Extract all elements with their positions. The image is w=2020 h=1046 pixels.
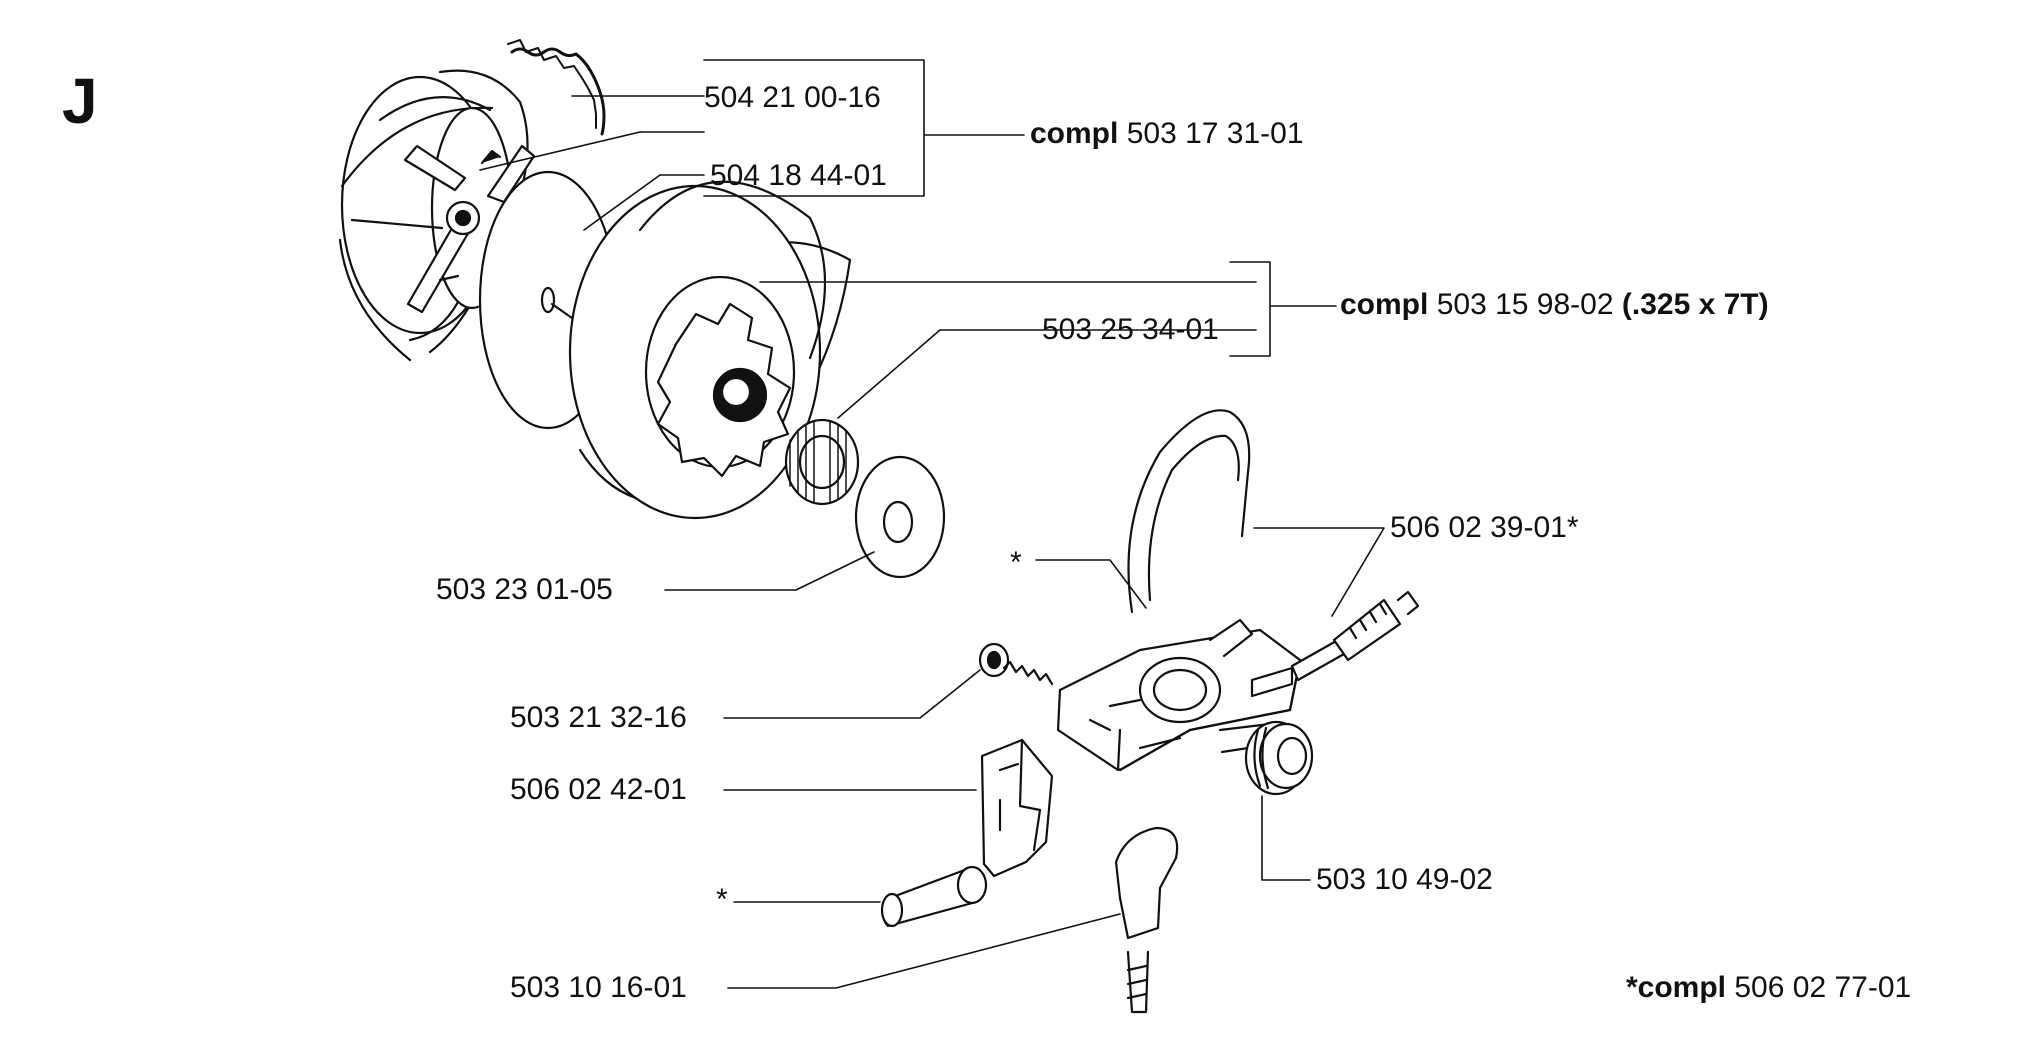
part-label-503-21-32-16: 503 21 32-16 xyxy=(510,701,687,734)
clutch-shoe-assembly xyxy=(338,69,536,362)
part-label-503-10-16-01: 503 10 16-01 xyxy=(510,971,687,1004)
pump-bracket xyxy=(980,738,1054,878)
oil-nipple xyxy=(1114,826,1179,1014)
part-label-504-21-00-16: 504 21 00-16 xyxy=(704,81,881,114)
compl-kit-label: *compl 506 02 77-01 xyxy=(1626,970,1911,1006)
oil-pump-housing xyxy=(1056,409,1302,772)
compl-drum-prefix: compl xyxy=(1340,288,1429,321)
needle-bearing xyxy=(784,418,860,506)
compl-clutch-prefix: compl xyxy=(1030,117,1119,150)
compl-clutch-label: compl 503 17 31-01 xyxy=(1030,116,1304,152)
part-label-506-02-42-01: 506 02 42-01 xyxy=(510,773,687,806)
filter-asterisk: * xyxy=(716,883,728,916)
compl-kit-prefix: *compl xyxy=(1626,971,1727,1004)
compl-drum-number: 503 15 98-02 xyxy=(1436,288,1614,321)
pump-plug xyxy=(1244,720,1314,796)
section-letter: J xyxy=(62,65,98,137)
pump-screw xyxy=(978,642,1054,686)
part-label-503-25-34-01: 503 25 34-01 xyxy=(1042,313,1219,346)
compl-drum-spec: (.325 x 7T) xyxy=(1621,288,1769,321)
clutch-spring xyxy=(507,39,606,136)
oil-filter xyxy=(880,865,988,928)
part-label-503-23-01-05: 503 23 01-05 xyxy=(436,573,613,606)
clutch-drum xyxy=(568,180,852,520)
drum-washer xyxy=(854,455,946,579)
compl-kit-number: 506 02 77-01 xyxy=(1734,971,1912,1004)
part-label-503-10-49-02: 503 10 49-02 xyxy=(1316,863,1493,896)
compl-drum-label: compl 503 15 98-02 (.325 x 7T) xyxy=(1340,287,1769,323)
pump-plunger xyxy=(1250,590,1420,698)
pump-asterisk: * xyxy=(1010,546,1022,579)
part-label-504-18-44-01: 504 18 44-01 xyxy=(710,159,887,192)
leader-lines xyxy=(479,59,1385,989)
compl-clutch-number: 503 17 31-01 xyxy=(1126,117,1304,150)
part-label-506-02-39-01: 506 02 39-01* xyxy=(1390,511,1579,544)
